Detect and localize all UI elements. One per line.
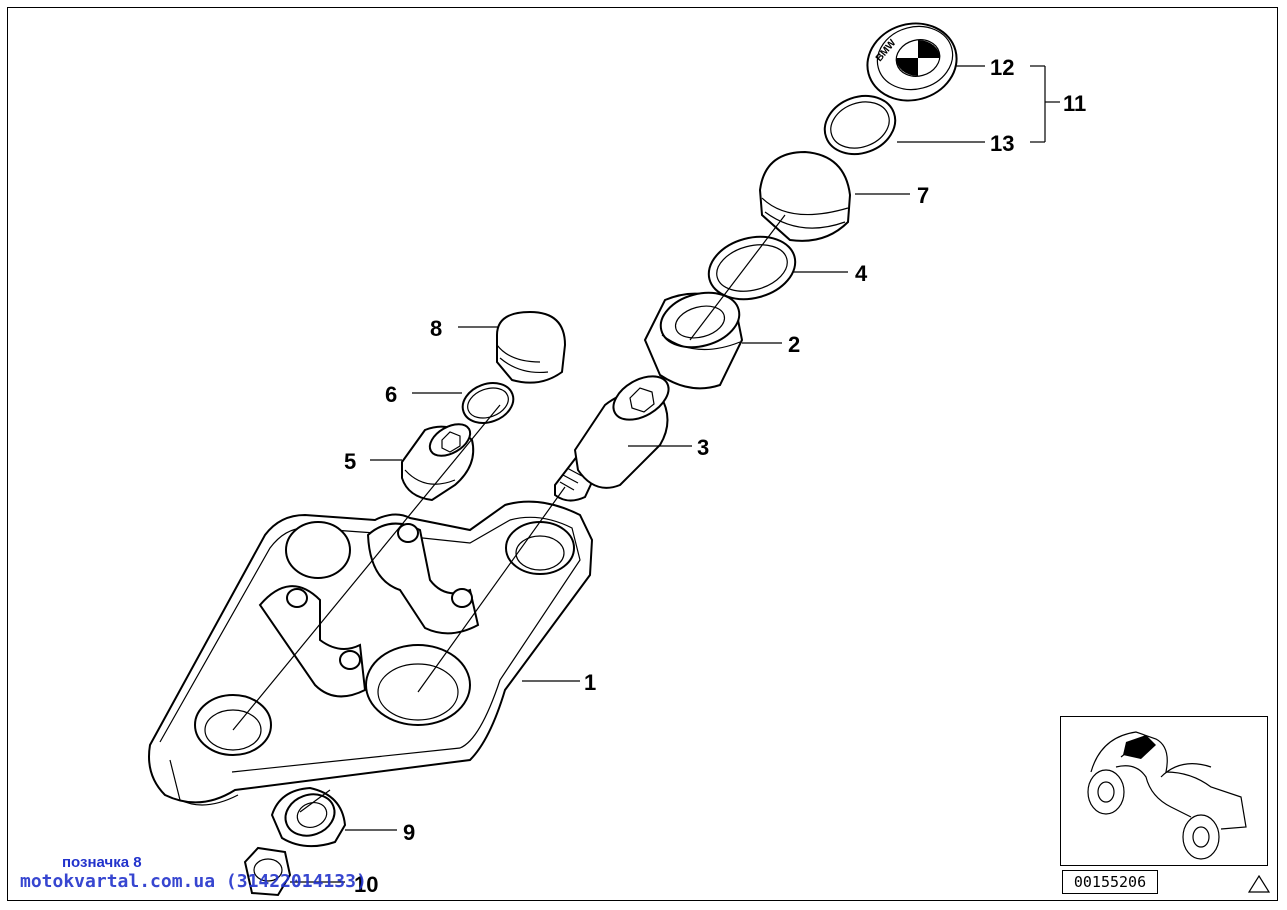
diagram-frame (7, 7, 1278, 901)
callout-3: 3 (697, 435, 709, 460)
callout-6: 6 (385, 382, 397, 407)
callout-7: 7 (917, 183, 929, 208)
part-5-pin (401, 423, 475, 502)
marker-label: позначка 8 (62, 854, 142, 871)
callout-12: 12 (990, 55, 1014, 80)
callout-11: 11 (1063, 91, 1086, 116)
callout-1: 1 (584, 670, 596, 695)
callout-10: 10 (354, 872, 378, 897)
callout-labels: 1 2 3 4 5 6 7 8 9 10 11 12 13 (344, 55, 1086, 897)
part-3-bolt (554, 375, 670, 502)
part-2-bearing (643, 291, 744, 390)
motorcycle-location-thumbnail (1060, 716, 1268, 866)
part-13-ring (823, 94, 897, 156)
callout-2: 2 (788, 332, 800, 357)
callout-4: 4 (855, 261, 868, 286)
part-9-bushing (270, 786, 347, 848)
watermark-text: motokvartal.com.ua (31422014133) (20, 871, 367, 892)
part-12-bmw-emblem: BMW (866, 22, 958, 102)
callout-5: 5 (344, 449, 356, 474)
warning-triangle-icon (1247, 874, 1271, 898)
leader-lines (290, 65, 1060, 883)
part-4-circlip (707, 235, 797, 301)
part-1-fork-bridge (148, 500, 594, 806)
part-7-cap (758, 150, 852, 242)
part-10-nut (243, 846, 292, 897)
callout-13: 13 (990, 131, 1014, 156)
callout-9: 9 (403, 820, 415, 845)
part-8-cap (496, 310, 567, 384)
diagram-code: 00155206 (1062, 870, 1158, 894)
part-6-circlip (461, 382, 515, 424)
callout-8: 8 (430, 316, 442, 341)
assembly-axis-lines (232, 214, 786, 813)
